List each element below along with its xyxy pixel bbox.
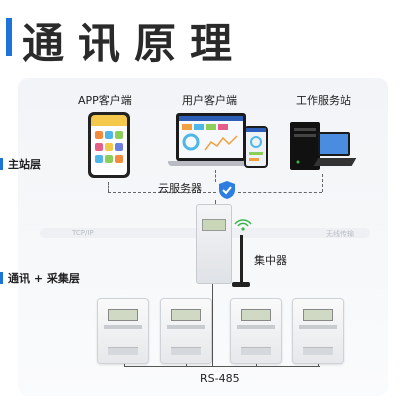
layer-master: 主站层 [0,156,41,172]
concentrator-device [196,204,232,284]
layer-comm-label: 通讯 + 采集层 [8,272,80,285]
user-link [215,170,216,182]
layer-comm-mark [0,272,3,284]
meter-4 [292,298,344,364]
phone-icon [88,112,130,178]
meter-indicator-strip [104,325,142,329]
keyboard-icon [313,158,357,166]
layer-master-mark [0,158,3,170]
meter-indicator-strip [167,325,205,329]
meter-display [241,309,271,321]
user-client-label: 用户客户端 [182,94,237,107]
cloud-link-left [108,192,216,193]
meter-2 [160,298,212,364]
cloud-shield-icon [219,181,235,199]
meter-indicator-strip [299,325,337,329]
bus-drop-4 [318,364,319,367]
meter-3 [230,298,282,364]
layer-master-label: 主站层 [8,158,41,171]
antenna-icon [240,235,243,283]
concentrator-link [215,200,216,206]
meter-terminal [241,347,271,355]
layer-comm: 通讯 + 采集层 [0,270,80,286]
concentrator-display [202,219,226,231]
service-station-label: 工作服务站 [296,94,351,107]
rs485-label: RS-485 [200,372,240,385]
meter-terminal [171,347,201,355]
page-title: 通讯原理 [22,19,247,68]
laptop-base [168,161,254,166]
rs485-bus [124,366,320,367]
meter-display [171,309,201,321]
meter-display [303,309,333,321]
bus-drop-1 [124,364,125,367]
meter-1 [97,298,149,364]
app-client-label: APP客户端 [78,94,132,107]
service-link [322,174,323,192]
app-link [108,182,109,192]
title-accent-bar [6,18,12,56]
cloud-server-label: 云服务器 [158,182,202,195]
antenna-base [232,282,250,287]
tcpip-label: TCP/IP [72,229,94,237]
meter-terminal [108,347,138,355]
bus-drop-3 [256,364,257,367]
laptop-icon [176,113,246,161]
cloud-link-right [238,192,322,193]
meter-display [108,309,138,321]
concentrator-label: 集中器 [254,254,287,267]
wireless-label: 无线传输 [326,230,354,238]
gprs-signal-icon [234,219,252,231]
tablet-icon [244,126,268,168]
bus-drop-2 [186,364,187,367]
meter-terminal [303,347,333,355]
meter-indicator-strip [237,325,275,329]
bus-trunk [212,284,213,366]
monitor-icon [318,132,350,156]
